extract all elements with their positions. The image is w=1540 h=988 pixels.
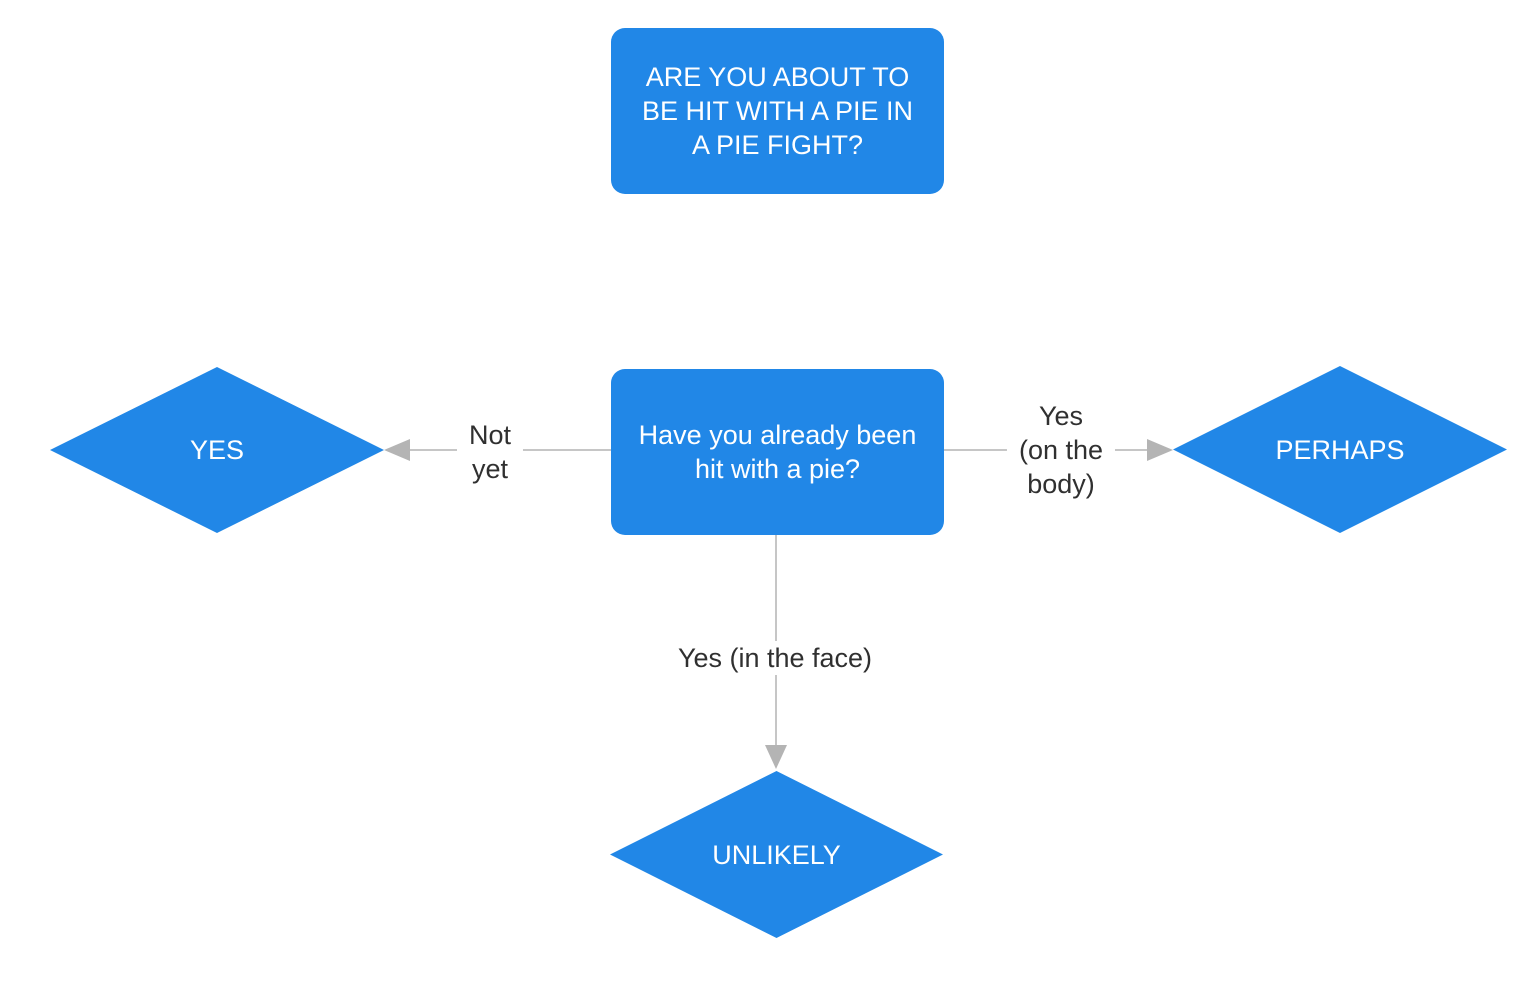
edge-yes-in-face-arrowhead[interactable] [765, 745, 787, 769]
node-outcome-yes-label: YES [189, 435, 245, 465]
node-already-hit-question[interactable]: Have you already been hit with a pie? [611, 369, 944, 535]
node-already-hit-question-label: Have you already been hit with a pie? [638, 420, 917, 484]
edge-label-yes-on-body[interactable]: Yes (on the body) [1006, 399, 1116, 501]
edge-label-yes-in-face[interactable]: Yes (in the face) [665, 641, 885, 675]
edge-label-not-yet[interactable]: Not yet [456, 418, 524, 486]
node-outcome-perhaps-label: PERHAPS [1275, 434, 1405, 465]
node-start-question[interactable]: ARE YOU ABOUT TO BE HIT WITH A PIE IN A … [611, 28, 944, 194]
edge-not-yet-arrowhead[interactable] [384, 439, 410, 461]
edge-yes-on-body-arrowhead[interactable] [1147, 439, 1173, 461]
node-outcome-unlikely-label: UNLIKELY [712, 839, 841, 870]
node-start-question-label: ARE YOU ABOUT TO BE HIT WITH A PIE IN A … [641, 62, 914, 160]
